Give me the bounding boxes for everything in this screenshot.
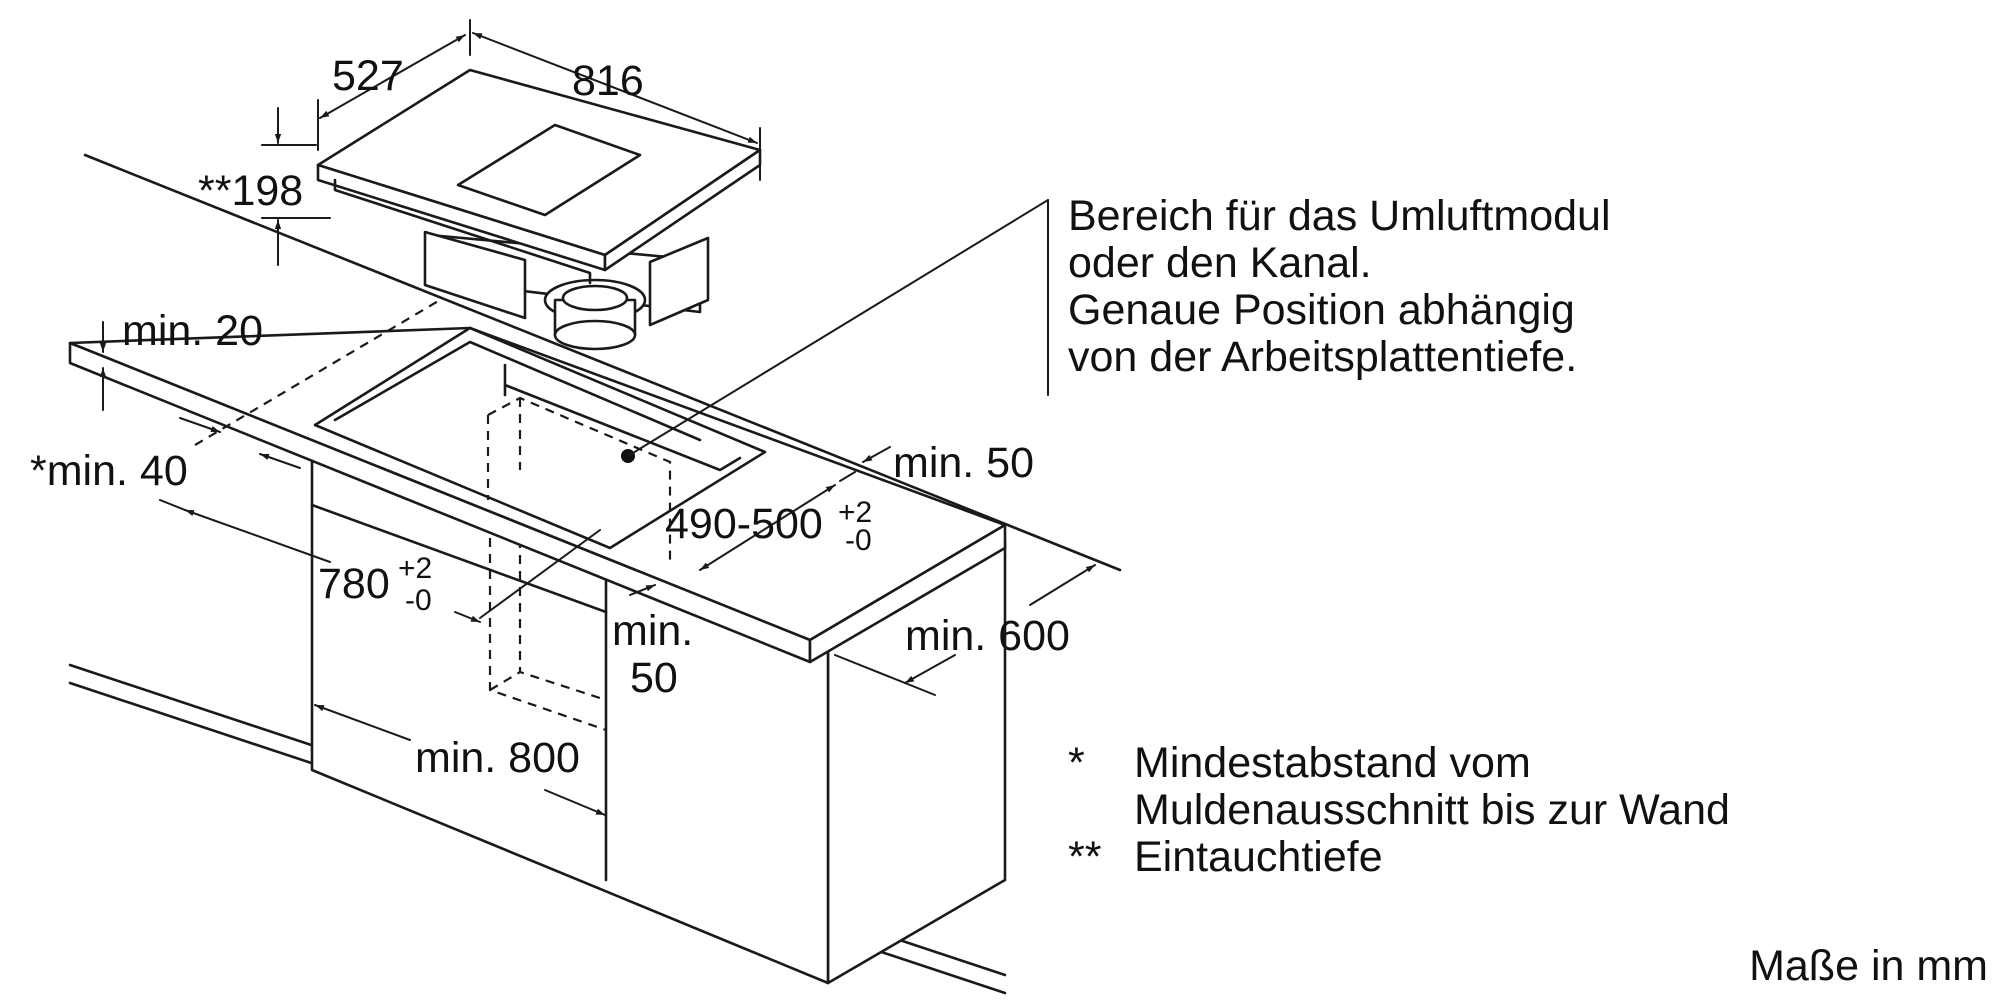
dim-hob-depth: 527 [332,52,404,100]
module-note-line: oder den Kanal. [1068,239,1372,287]
dim-side-clearance-l2: 50 [630,654,678,702]
dimension-lines [99,19,1121,816]
dim-worktop-min: min. 20 [122,307,263,355]
module-note-line: Bereich für das Umluftmodul [1068,192,1611,240]
dim-cutout-depth-tol-upper: +2 [838,496,872,529]
footnote-mark: * [1068,739,1085,787]
dim-rear-clearance: min. 50 [893,439,1034,487]
base-cabinet [310,394,1007,985]
dim-cutout-width-tol-lower: -0 [405,584,432,617]
footnote-text: Mindestabstand vom [1134,739,1531,787]
dim-immersion-depth: **198 [198,167,303,215]
dim-hob-width: 816 [572,57,644,105]
dim-wall-min: *min. 40 [30,447,188,495]
dim-cutout-width: 780 [318,560,390,608]
cooktop [316,68,762,351]
dim-side-clearance-l1: min. [612,607,693,655]
dim-cabinet-width: min. 800 [415,734,580,782]
footnote-text: Eintauchtiefe [1134,833,1383,881]
module-note: Bereich für das Umluftmodul oder den Kan… [1068,193,1611,381]
footnote-mark: ** [1068,833,1102,881]
dim-cutout-depth-tol-lower: -0 [845,524,872,557]
module-note-line: Genaue Position abhängig [1068,286,1575,334]
footnotes: * Mindestabstand vom Muldenausschnitt bis… [1068,740,1730,881]
dim-cutout-width-tol-upper: +2 [398,552,432,585]
units-label: Maße in mm [1749,942,1988,990]
module-note-line: von der Arbeitsplattentiefe. [1068,333,1578,381]
dim-cutout-depth: 490-500 [665,500,823,548]
footnote-text: Muldenausschnitt bis zur Wand [1134,786,1730,834]
dim-cabinet-depth: min. 600 [905,612,1070,660]
